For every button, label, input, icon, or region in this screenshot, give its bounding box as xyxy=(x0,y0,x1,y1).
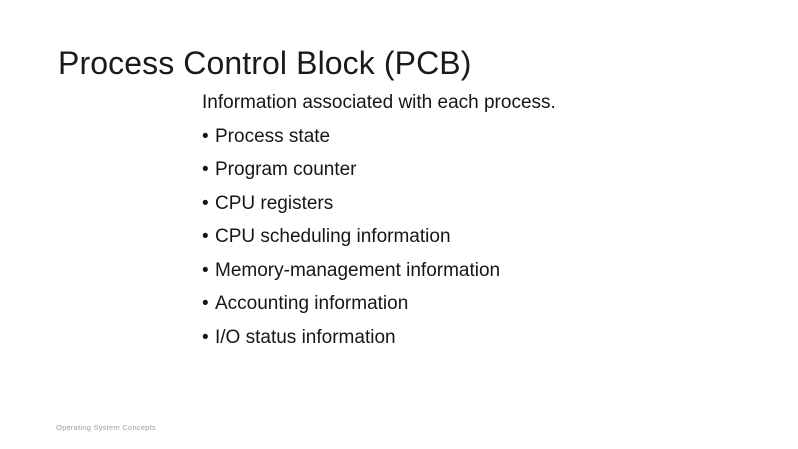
list-item-label: CPU registers xyxy=(215,192,334,214)
list-item: • CPU scheduling information xyxy=(202,220,762,254)
body-lead-text: Information associated with each process… xyxy=(202,92,556,113)
list-item-label: CPU scheduling information xyxy=(215,226,451,247)
list-item: • Program counter xyxy=(202,153,762,187)
list-item-label: Process state xyxy=(215,125,331,147)
list-item-label: Memory-management information xyxy=(215,259,501,281)
list-item-label: I/O status information xyxy=(215,326,396,348)
slide-body-content: Information associated with each process… xyxy=(202,86,762,354)
bullet-dot-icon: • xyxy=(202,326,209,348)
list-item: • CPU registers xyxy=(202,187,762,221)
list-item: • Accounting information xyxy=(202,287,762,321)
list-item-label: Program counter xyxy=(215,159,357,180)
list-item-label: Accounting information xyxy=(215,293,409,314)
bullet-dot-icon: • xyxy=(202,159,209,180)
list-item: • Memory-management information xyxy=(202,254,762,288)
bullet-dot-icon: • xyxy=(202,125,209,147)
list-item: • I/O status information xyxy=(202,321,762,355)
slide-footer: Operating System Concepts xyxy=(56,423,157,432)
bullet-dot-icon: • xyxy=(202,293,209,314)
bullet-dot-icon: • xyxy=(202,259,209,281)
page-title: Process Control Block (PCB) xyxy=(58,45,472,81)
list-item: • Process state xyxy=(202,120,762,154)
bullet-dot-icon: • xyxy=(202,226,209,247)
bullet-dot-icon: • xyxy=(202,192,209,214)
